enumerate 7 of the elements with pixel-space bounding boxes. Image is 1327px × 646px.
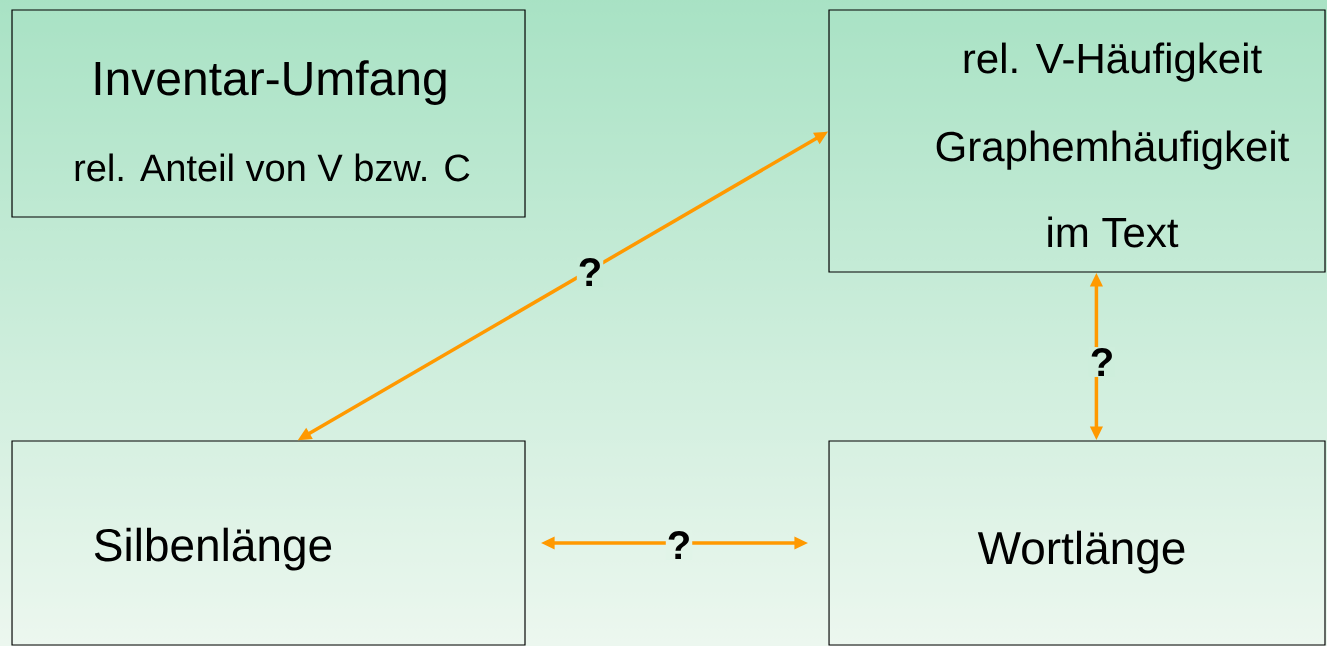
text-box: Silbenlänge [11,440,526,646]
text-box: Inventar-Umfang rel. Anteil von V bzw. C [11,9,526,218]
edge-label: ? [668,531,689,559]
text-box: Wortlänge [828,440,1326,646]
text-box: rel. V-Häufigkeit Graphemhäufigkeit im Text [828,9,1326,273]
edge-label: ? [579,258,600,286]
edge-label: ? [1091,348,1112,376]
